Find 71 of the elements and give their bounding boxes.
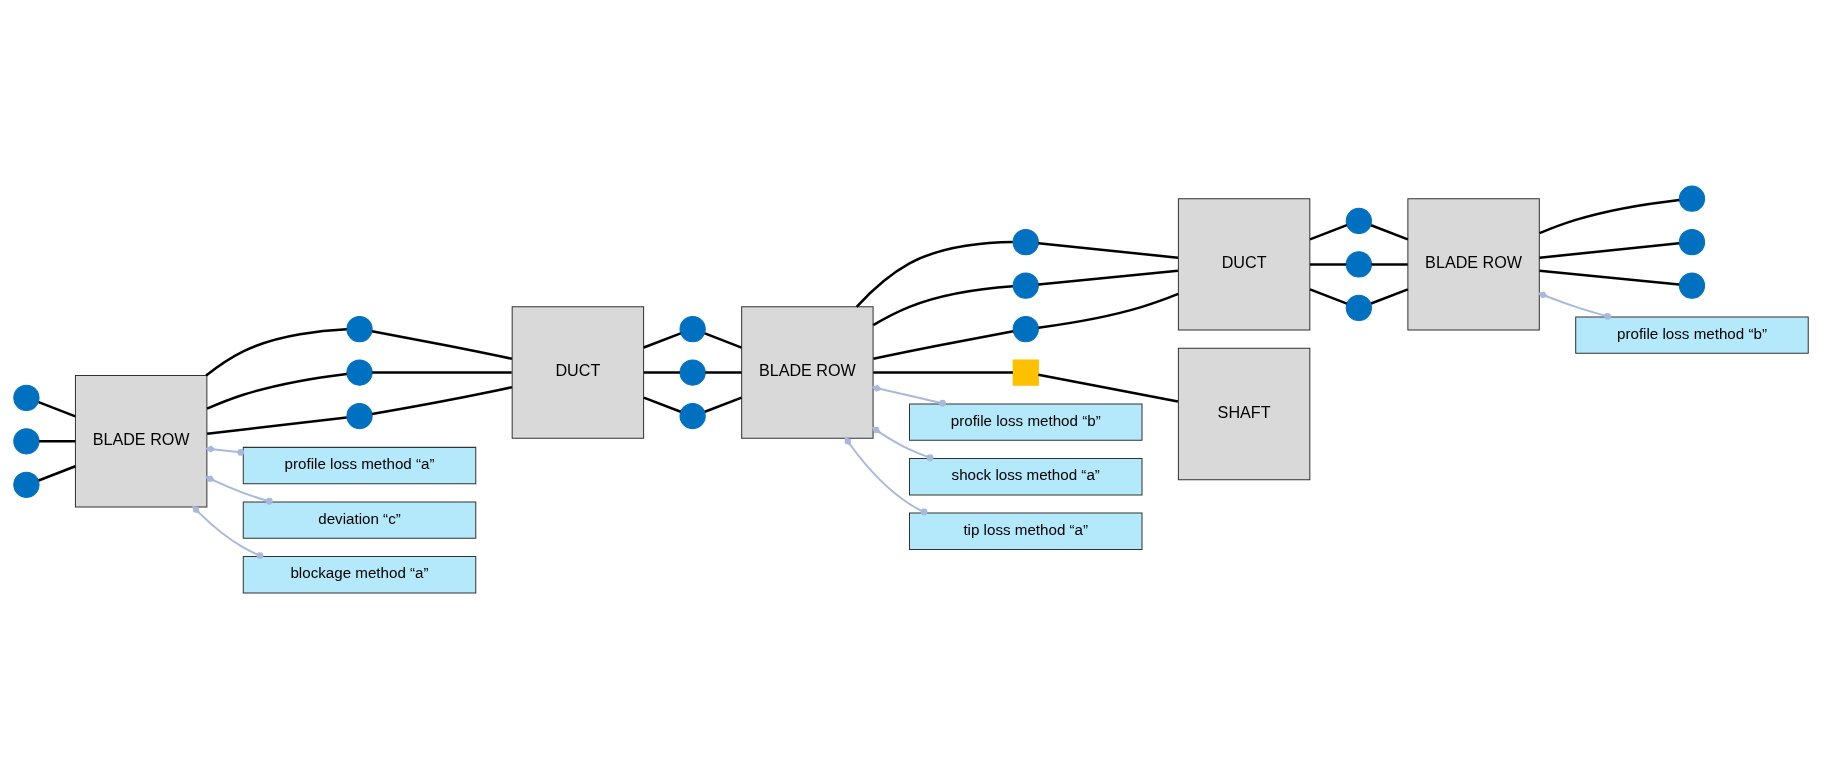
connector (873, 329, 1014, 360)
connector (873, 370, 1013, 374)
node-box: profile loss method “b” (908, 402, 1143, 441)
connector (643, 395, 682, 413)
node-box: BLADE ROW (1407, 197, 1540, 331)
connector (372, 370, 512, 374)
node-circle (1678, 228, 1706, 255)
connector (371, 385, 513, 415)
node-box: shock loss method “a” (908, 457, 1143, 495)
node-circle (346, 402, 373, 429)
node-circle (1678, 272, 1706, 299)
node-circle (346, 315, 373, 342)
connector (1539, 269, 1680, 286)
connector (704, 395, 742, 413)
node-box: DUCT (511, 305, 645, 439)
node-box: BLADE ROW (74, 374, 208, 508)
connector (1038, 241, 1179, 259)
node-circle (679, 315, 706, 342)
connector (643, 370, 680, 374)
node-box: DUCT (1177, 197, 1311, 331)
node-circle (1012, 315, 1039, 342)
node-circle (1345, 207, 1372, 234)
connector (704, 331, 742, 349)
connector (1038, 269, 1179, 286)
connector (39, 439, 76, 443)
connector (205, 444, 245, 456)
node-circle (679, 402, 706, 429)
connector (855, 240, 1013, 308)
node-box (1012, 358, 1039, 386)
node-circle (13, 427, 40, 454)
connector (1038, 373, 1179, 403)
node-circle (13, 384, 40, 411)
node-circle (1345, 294, 1372, 321)
node-circle (1012, 228, 1039, 255)
node-box: blockage method “a” (242, 555, 477, 593)
node-circle (346, 358, 373, 386)
connector (38, 464, 76, 482)
connector (844, 436, 928, 515)
connector (871, 426, 934, 461)
connector (1310, 262, 1347, 266)
connector (1539, 198, 1680, 234)
connector (205, 475, 273, 505)
connector (371, 329, 513, 360)
node-box: SHAFT (1177, 347, 1311, 480)
connector (643, 331, 682, 349)
connector (1309, 287, 1348, 305)
node-box: BLADE ROW (741, 305, 874, 439)
node-box: profile loss method “b” (1575, 315, 1809, 354)
connector (1371, 262, 1408, 266)
connector (192, 505, 264, 559)
node-box: tip loss method “a” (908, 512, 1143, 550)
node-box: deviation “c” (242, 500, 477, 539)
connector (871, 384, 946, 407)
connector (1370, 223, 1409, 241)
connector (872, 284, 1013, 326)
node-circle (1678, 185, 1706, 212)
connector (206, 415, 347, 435)
connector (705, 370, 742, 374)
connector (206, 372, 347, 410)
node-box: profile loss method “a” (242, 446, 477, 484)
connector (1537, 290, 1611, 320)
connector (205, 327, 347, 376)
connector (38, 400, 76, 417)
node-circle (1345, 250, 1372, 278)
connector (1539, 241, 1680, 259)
connector (1370, 287, 1409, 305)
connector (1038, 292, 1179, 329)
connector (1309, 223, 1348, 241)
node-circle (1012, 272, 1039, 299)
node-circle (13, 471, 40, 498)
node-circle (679, 358, 706, 386)
